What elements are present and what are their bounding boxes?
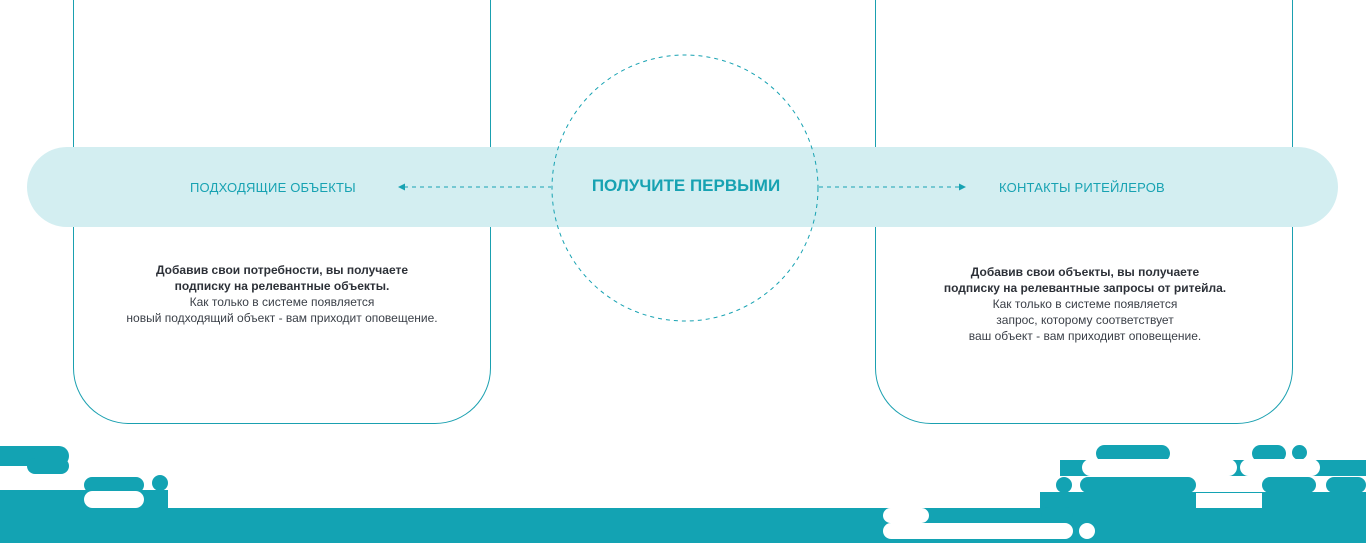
left-desc-line-4: новый подходящий объект - вам приходит о… [126, 311, 438, 325]
right-description: Добавив свои объекты, вы получаете подпи… [885, 264, 1285, 344]
decor-pill-white [883, 523, 1073, 539]
left-desc-line-3: Как только в системе появляется [189, 295, 375, 309]
arrow-right-icon [959, 183, 966, 191]
dashed-circle-icon [551, 54, 819, 322]
center-title: ПОЛУЧИТЕ ПЕРВЫМИ [591, 176, 781, 195]
label-suitable-objects: ПОДХОДЯЩИЕ ОБЪЕКТЫ [190, 180, 356, 195]
label-retailer-contacts: КОНТАКТЫ РИТЕЙЛЕРОВ [999, 180, 1165, 195]
decor-dot [1056, 477, 1072, 493]
decor-pill [1252, 445, 1286, 462]
decor-dot [1292, 445, 1307, 460]
left-description: Добавив свои потребности, вы получаете п… [82, 262, 482, 326]
decor-pill-white [84, 491, 144, 508]
right-desc-line-4: запрос, которому соответствует [996, 313, 1174, 327]
decor-pill [27, 458, 69, 474]
right-desc-bold-1: Добавив свои объекты, вы получаете [970, 265, 1200, 279]
feature-band [27, 147, 1338, 227]
decor-pill-white [883, 508, 929, 523]
left-desc-bold-1: Добавив свои потребности, вы получаете [155, 263, 409, 277]
decor-pill [84, 477, 144, 493]
decor-dot [152, 475, 168, 491]
footer-bar [0, 508, 1366, 543]
right-desc-bold-2: подписку на релевантные запросы от ритей… [943, 281, 1227, 295]
decor-pill-white [1240, 459, 1320, 476]
decor-pill-white [1196, 493, 1262, 508]
decor-pill-white [1082, 459, 1237, 476]
decor-pill [1326, 477, 1366, 493]
decor-pill [1262, 477, 1316, 493]
arrow-left-icon [398, 183, 405, 191]
left-desc-bold-2: подписку на релевантные объекты. [174, 279, 390, 293]
right-desc-line-3: Как только в системе появляется [992, 297, 1178, 311]
decor-dot-white [1079, 523, 1095, 539]
decor-pill [1041, 507, 1073, 523]
decor-pill [1080, 477, 1196, 493]
right-desc-line-5: ваш объект - вам приходивт оповещение. [968, 329, 1202, 343]
decor-pill [1096, 445, 1170, 462]
